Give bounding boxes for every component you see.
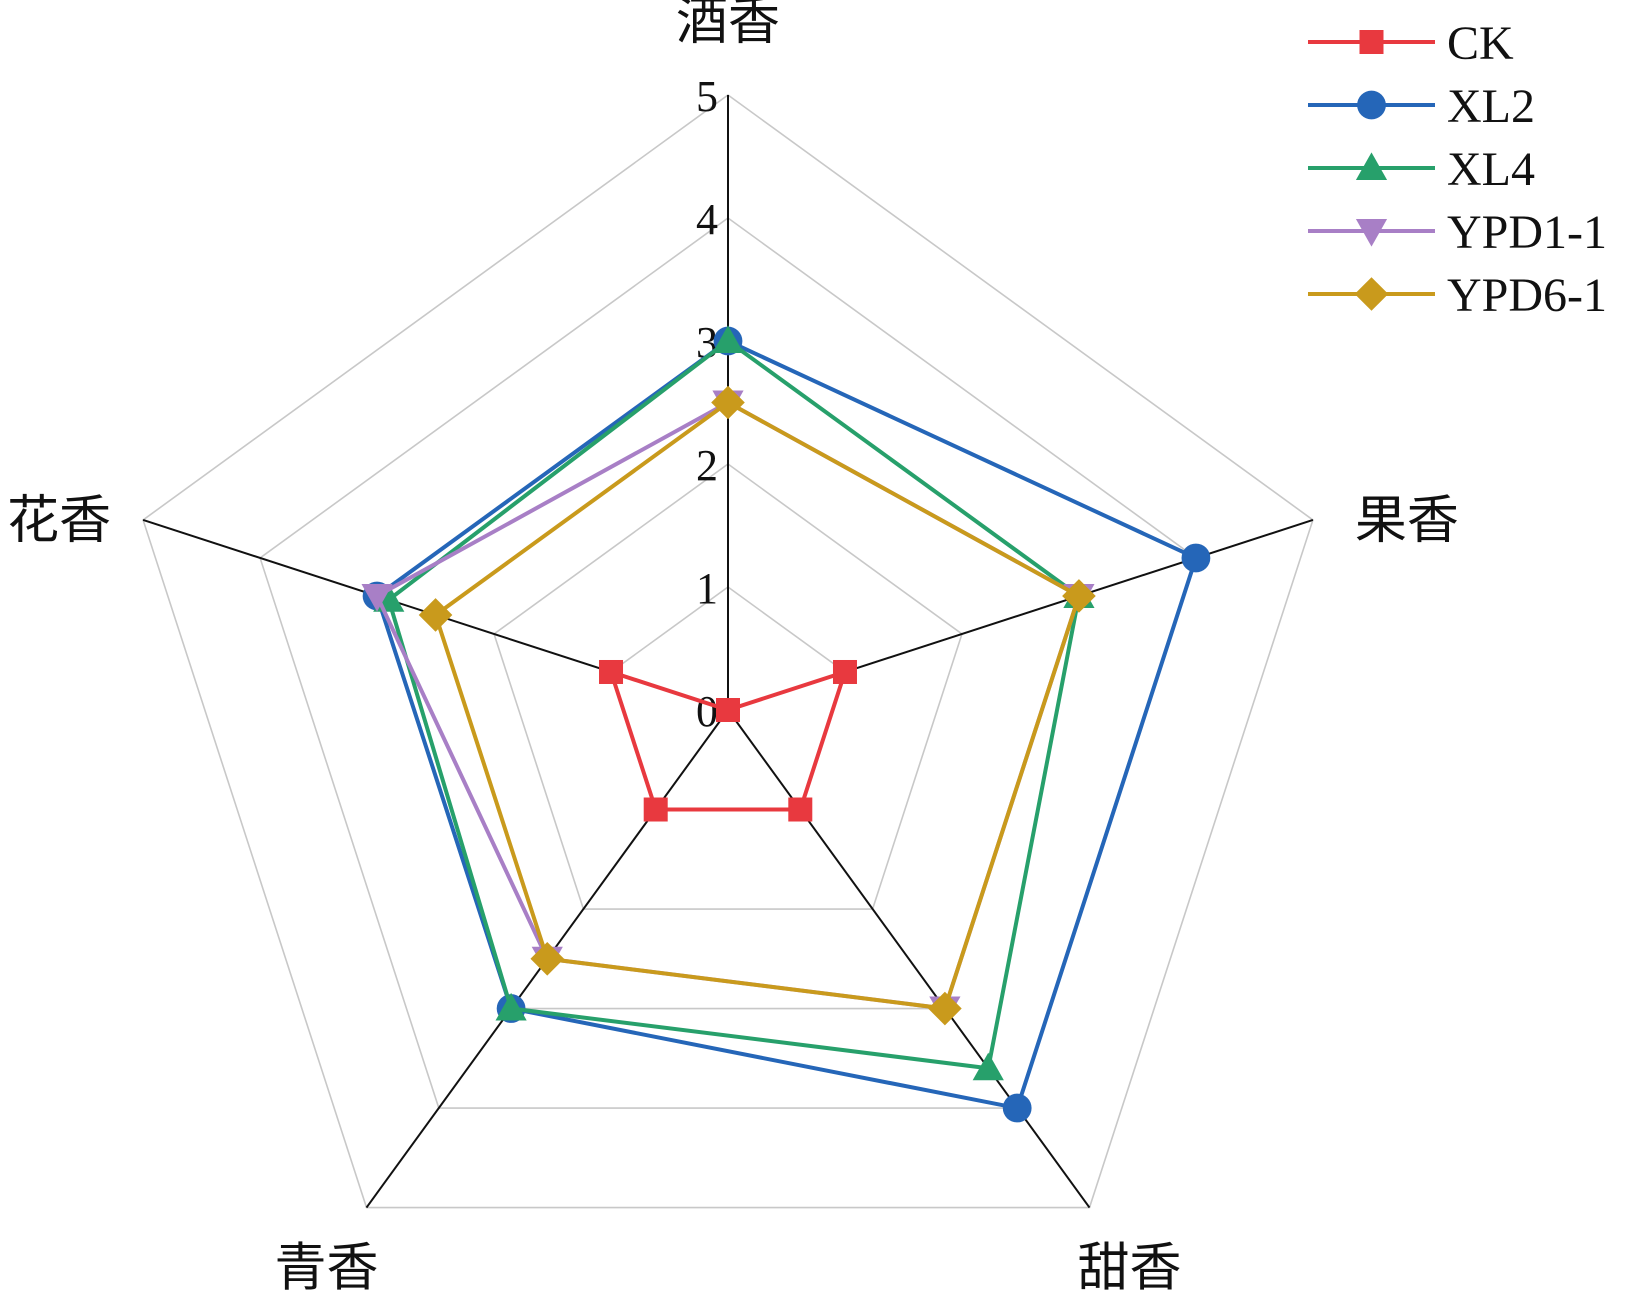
tick-label: 4 bbox=[696, 195, 718, 244]
data-point bbox=[788, 797, 813, 822]
axis-label: 果香 bbox=[1355, 491, 1459, 551]
data-point bbox=[643, 797, 668, 822]
tick-label: 1 bbox=[696, 564, 718, 613]
data-point bbox=[1181, 543, 1211, 573]
grid-ring-5 bbox=[142, 94, 1314, 1209]
series-line bbox=[374, 338, 1199, 1111]
legend-item: CK bbox=[1308, 17, 1514, 70]
tick-label: 5 bbox=[696, 72, 718, 121]
data-point bbox=[495, 992, 527, 1021]
axis-label: 甜香 bbox=[1077, 1239, 1181, 1290]
legend-item: YPD1-1 bbox=[1308, 206, 1607, 259]
data-point bbox=[716, 698, 740, 722]
series-xl2 bbox=[362, 326, 1211, 1123]
legend-marker bbox=[1357, 90, 1386, 120]
legend-item: XL4 bbox=[1308, 143, 1535, 196]
legend-marker bbox=[1355, 219, 1388, 247]
legend-label: XL2 bbox=[1447, 80, 1535, 133]
legend-label: YPD6-1 bbox=[1447, 269, 1607, 322]
data-point bbox=[361, 583, 393, 612]
data-point bbox=[712, 325, 744, 353]
legend-label: YPD1-1 bbox=[1447, 206, 1607, 259]
series-ypd6-1 bbox=[418, 385, 1096, 1026]
series-ck bbox=[599, 659, 857, 822]
axis-spoke-3 bbox=[727, 709, 1091, 1209]
tick-label: 2 bbox=[696, 441, 718, 490]
series-group bbox=[361, 325, 1211, 1123]
legend-marker bbox=[1355, 152, 1388, 180]
radar-axes bbox=[142, 95, 1314, 1209]
data-point bbox=[972, 1052, 1004, 1081]
axis-label: 花香 bbox=[7, 491, 111, 551]
legend-label: XL4 bbox=[1447, 143, 1535, 196]
data-point bbox=[928, 991, 962, 1026]
data-point bbox=[418, 598, 453, 632]
grid-ring-4 bbox=[259, 217, 1197, 1109]
series-line bbox=[607, 668, 849, 812]
legend-item: XL2 bbox=[1308, 80, 1535, 133]
data-point bbox=[530, 941, 565, 976]
legend-marker bbox=[1359, 30, 1384, 54]
legend-marker bbox=[1354, 277, 1389, 311]
data-point bbox=[1002, 1093, 1032, 1123]
data-point bbox=[1062, 579, 1096, 613]
data-point bbox=[711, 385, 745, 420]
axis-label: 青香 bbox=[275, 1239, 379, 1290]
grid-ring-2 bbox=[493, 463, 963, 910]
legend-label: CK bbox=[1447, 17, 1514, 70]
data-point bbox=[832, 659, 857, 684]
axis-label: 酒香 bbox=[676, 0, 780, 52]
data-point bbox=[599, 659, 624, 684]
tick-label: 0 bbox=[696, 687, 718, 736]
series-line bbox=[433, 400, 1082, 1011]
legend-item: YPD6-1 bbox=[1308, 269, 1607, 322]
